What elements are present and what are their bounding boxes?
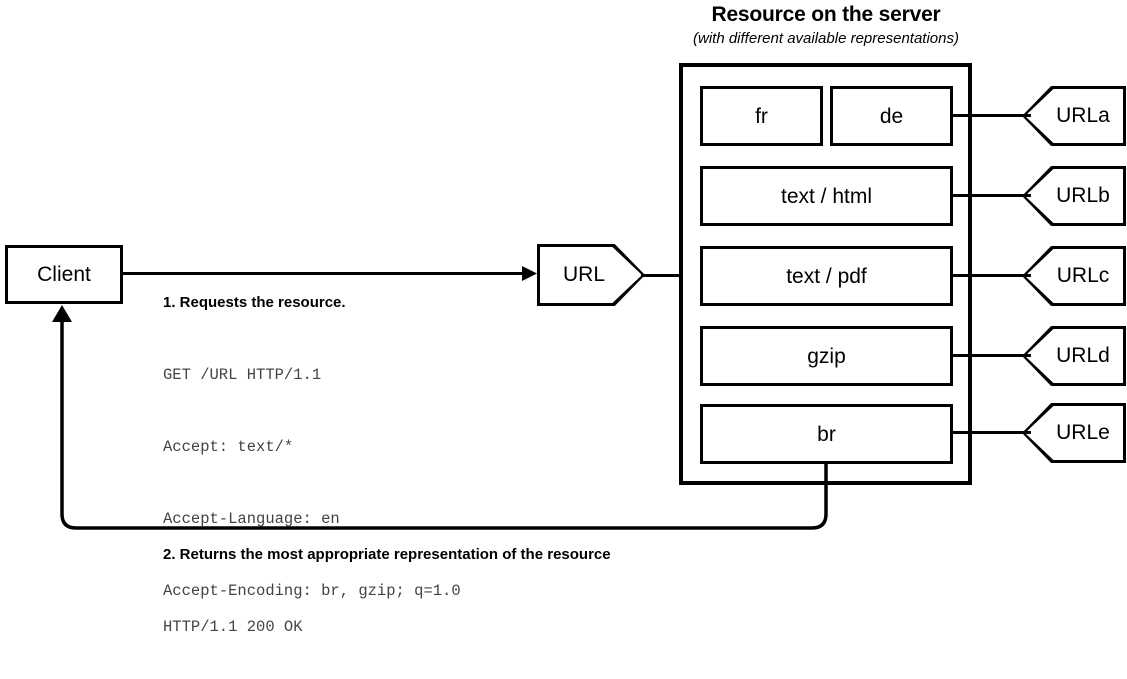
arrow-client-to-url-head: [522, 266, 537, 281]
representation-de-label: de: [879, 104, 904, 128]
response-header-line-1: HTTP/1.1 200 OK: [163, 618, 303, 636]
request-header-line-2: Accept: text/*: [163, 438, 294, 456]
url-tag-urle-label: URLe: [1056, 421, 1110, 444]
url-tag-urld-label: URLd: [1056, 344, 1110, 367]
response-step-title: 2. Returns the most appropriate represen…: [163, 546, 611, 563]
url-tag-urlb[interactable]: URLb: [1022, 166, 1126, 226]
url-tag-urlc-inner: URLc: [1025, 249, 1123, 303]
url-tag-urla-label: URLa: [1056, 104, 1110, 127]
return-path-arrow-head: [52, 305, 72, 322]
representation-gzip-label: gzip: [807, 344, 846, 368]
url-tag-urlc[interactable]: URLc: [1022, 246, 1126, 306]
representation-gzip-box[interactable]: gzip: [700, 326, 953, 386]
request-headers: GET /URL HTTP/1.1 Accept: text/* Accept-…: [163, 315, 461, 651]
representation-text-pdf-box[interactable]: text / pdf: [700, 246, 953, 306]
representation-text-html-box[interactable]: text / html: [700, 166, 953, 226]
representation-br-label: br: [817, 422, 836, 446]
connector-gzip-urld: [951, 354, 1031, 357]
connector-de-urla: [951, 114, 1031, 117]
representation-de-box[interactable]: de: [830, 86, 953, 146]
representation-text-html-label: text / html: [780, 184, 873, 208]
request-header-line-3: Accept-Language: en: [163, 510, 340, 528]
request-step-title: 1. Requests the resource.: [163, 294, 346, 311]
server-title: Resource on the server: [711, 3, 941, 26]
connector-texthtml-urlb: [951, 194, 1031, 197]
representation-fr-label: fr: [755, 104, 768, 128]
representation-text-pdf-label: text / pdf: [786, 264, 867, 288]
url-request-tag-inner: URL: [540, 247, 642, 303]
url-tag-urlb-label: URLb: [1056, 184, 1110, 207]
request-header-line-4: Accept-Encoding: br, gzip; q=1.0: [163, 582, 461, 600]
representation-fr-box[interactable]: fr: [700, 86, 823, 146]
url-tag-urla[interactable]: URLa: [1022, 86, 1126, 146]
connector-url-server: [641, 274, 683, 277]
client-box[interactable]: Client: [5, 245, 123, 304]
url-tag-urlb-inner: URLb: [1025, 169, 1123, 223]
url-request-tag[interactable]: URL: [537, 244, 645, 306]
request-header-line-1: GET /URL HTTP/1.1: [163, 366, 322, 384]
connector-textpdf-urlc: [951, 274, 1031, 277]
url-request-label: URL: [562, 263, 605, 286]
url-tag-urle-inner: URLe: [1025, 406, 1123, 460]
url-tag-urle[interactable]: URLe: [1022, 403, 1126, 463]
server-subtitle: (with different available representation…: [693, 30, 959, 47]
connector-br-urle: [951, 431, 1031, 434]
representation-br-box[interactable]: br: [700, 404, 953, 464]
response-headers: HTTP/1.1 200 OK Content-Location: /URLe …: [163, 567, 377, 679]
url-tag-urld-inner: URLd: [1025, 329, 1123, 383]
url-tag-urlc-label: URLc: [1056, 264, 1110, 287]
url-tag-urla-inner: URLa: [1025, 89, 1123, 143]
client-label: Client: [37, 263, 91, 286]
url-tag-urld[interactable]: URLd: [1022, 326, 1126, 386]
